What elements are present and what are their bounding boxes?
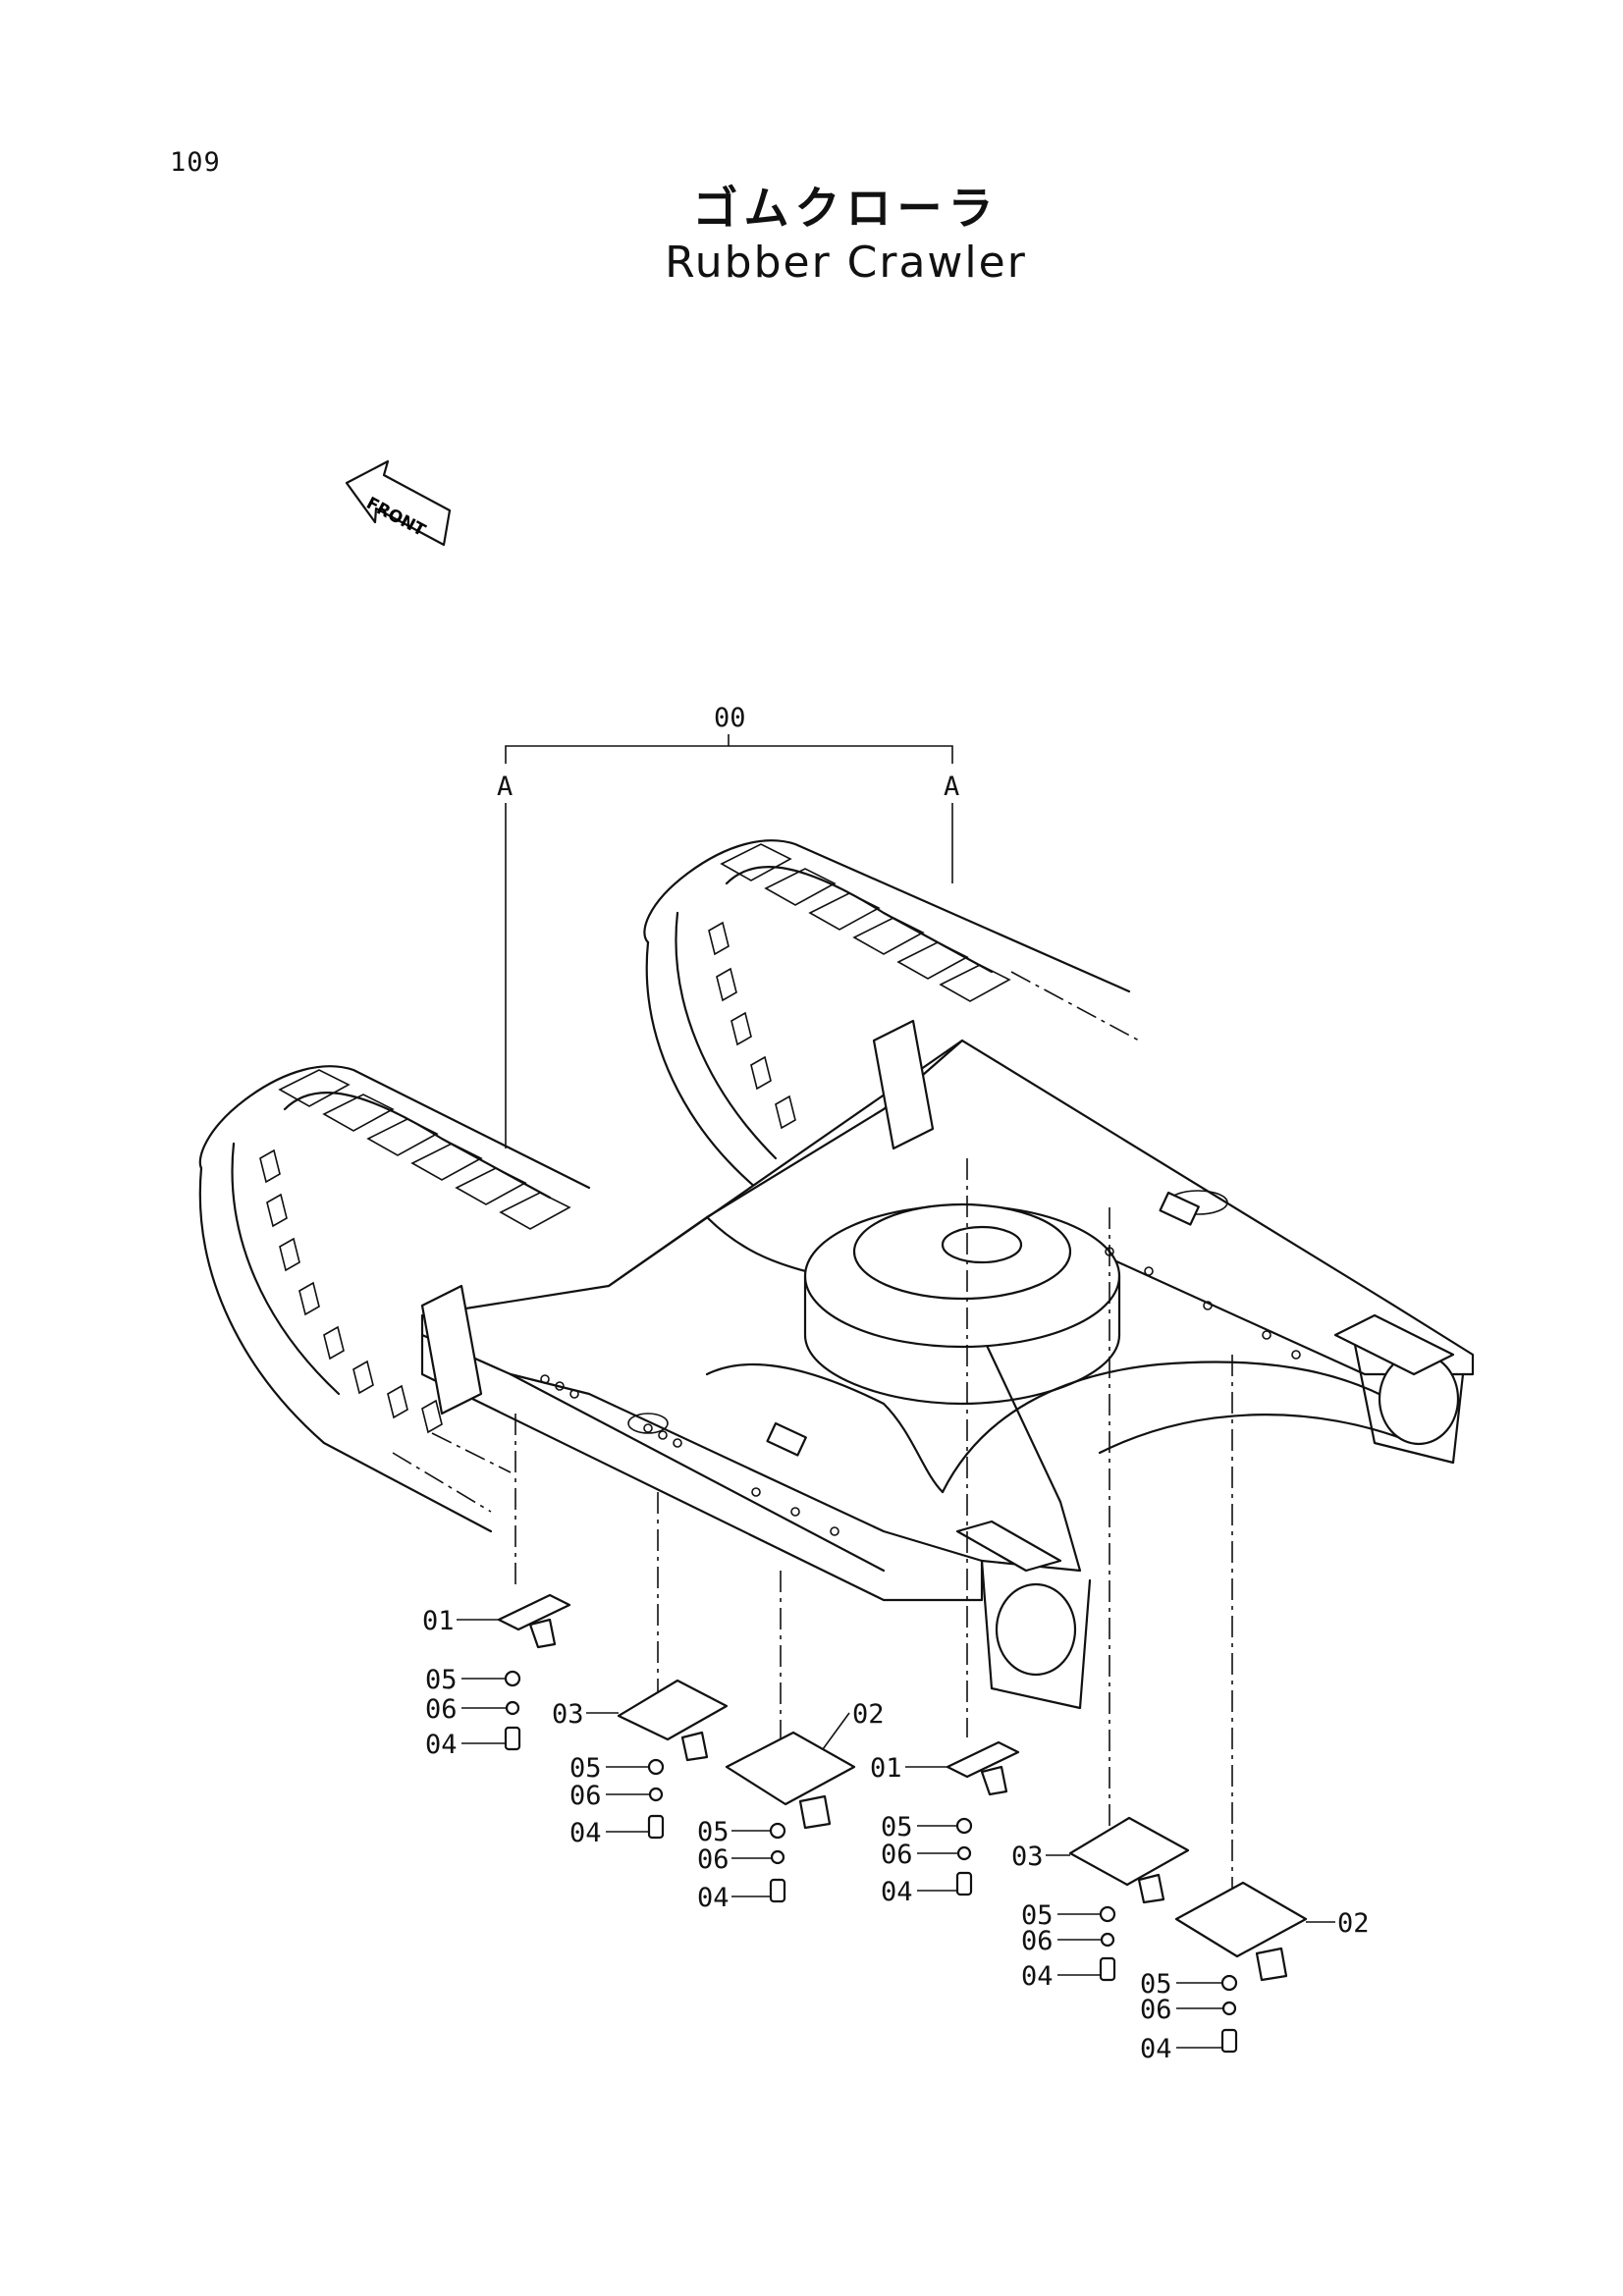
section-mark-right: A: [944, 772, 959, 802]
callout-06: 06: [1140, 1995, 1172, 2025]
callout-labels: 01 05 06 04 03 05 06 04 02 05 06 04 01 0…: [422, 1606, 1370, 2064]
page-title-japanese: ゴムクローラ: [692, 182, 1000, 235]
callout-04: 04: [697, 1883, 730, 1913]
callout-04: 04: [569, 1818, 602, 1848]
callout-05: 05: [697, 1817, 730, 1847]
callout-06: 06: [425, 1694, 458, 1725]
callout-06: 06: [881, 1840, 913, 1870]
callout-05: 05: [569, 1753, 602, 1784]
rear-rubber-track: [643, 839, 1140, 1190]
page-number: 109: [170, 147, 221, 178]
callout-04: 04: [425, 1730, 458, 1760]
callout-leaders: [457, 1619, 1335, 2049]
leader-lines: [514, 1158, 1233, 1914]
callout-06: 06: [697, 1844, 730, 1875]
front-rubber-track: [198, 1065, 591, 1533]
track-guide-01-right: [946, 1740, 1020, 1896]
track-guide-01-left: [497, 1593, 571, 1751]
callout-03: 03: [1011, 1842, 1044, 1872]
assembly-label: 00: [714, 703, 746, 733]
callout-01: 01: [422, 1606, 455, 1636]
guard-plate-02-left: [725, 1731, 856, 1903]
callout-06: 06: [1021, 1926, 1054, 1956]
callout-04: 04: [881, 1877, 913, 1907]
callout-01: 01: [870, 1753, 902, 1784]
callout-04: 04: [1021, 1961, 1054, 1992]
section-mark-left: A: [497, 772, 513, 802]
callout-05: 05: [1021, 1900, 1054, 1931]
assembly-bracket: 00 A A: [497, 703, 959, 1148]
callout-05: 05: [1140, 1969, 1172, 2000]
callout-05: 05: [425, 1665, 458, 1695]
callout-02: 02: [1337, 1908, 1370, 1939]
callout-02: 02: [852, 1699, 885, 1730]
callout-04: 04: [1140, 2034, 1172, 2064]
page-title: Rubber Crawler: [665, 238, 1027, 288]
guard-plate-03-right: [1068, 1816, 1190, 1982]
callout-05: 05: [881, 1812, 913, 1842]
track-frame: [420, 1019, 1475, 1710]
guard-plate-02-right: [1174, 1881, 1308, 2054]
callout-03: 03: [552, 1699, 584, 1730]
guard-plate-03-left: [617, 1679, 729, 1840]
front-arrow-icon: FRONT: [345, 459, 452, 547]
callout-06: 06: [569, 1781, 602, 1811]
